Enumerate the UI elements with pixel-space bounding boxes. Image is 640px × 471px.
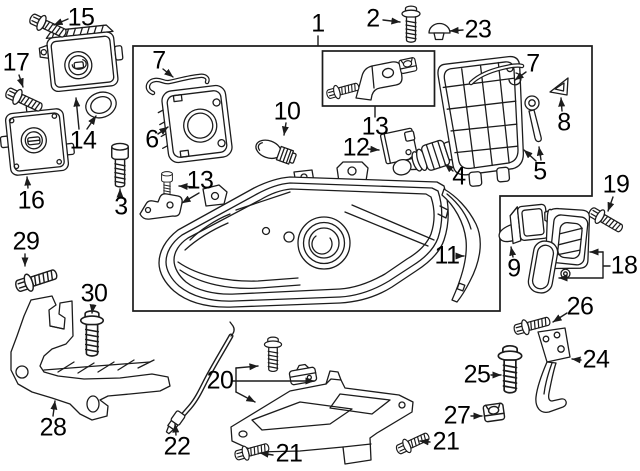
inset-box-13: [321, 50, 436, 107]
callout-30: 30: [80, 279, 108, 308]
callout-7: 7: [526, 49, 540, 78]
part-19-bolt: [585, 203, 627, 237]
callout-14: 14: [69, 126, 97, 155]
part-11-trim-strip: [441, 188, 481, 303]
callout-7: 7: [152, 46, 166, 75]
callout-9: 9: [507, 254, 521, 283]
part-13-bolt-inbox: [324, 79, 361, 102]
part-13-nut-inbox: [397, 56, 418, 75]
callout-28: 28: [39, 413, 67, 442]
part-20-support-plate: [230, 370, 414, 465]
part-9-bulb: [498, 203, 549, 245]
part-16-control-module: [0, 103, 75, 176]
callout-21: 21: [275, 439, 303, 468]
part-7-retaining-clip-left: [145, 73, 210, 96]
part-5-pin: [524, 95, 542, 143]
part-27-clip-nut: [482, 402, 506, 423]
callout-27: 27: [443, 401, 471, 430]
callout-11: 11: [434, 241, 460, 270]
callout-29: 29: [12, 227, 40, 256]
callout-17: 17: [2, 48, 30, 77]
part-24-support-bracket: [535, 327, 571, 413]
part-2-bolt: [401, 5, 421, 43]
callout-25: 25: [463, 360, 491, 389]
part-28-mounting-bracket: [10, 295, 171, 421]
main-group-box-1: [132, 45, 593, 312]
part-12-module: [379, 127, 419, 165]
part-headlamp-assembly: [158, 161, 449, 308]
part-14-oring-seal: [85, 91, 117, 119]
callout-10: 10: [273, 97, 301, 126]
part-30-bolt: [79, 310, 105, 357]
part-8-wedge: [549, 77, 569, 96]
part-10-bulb: [255, 139, 297, 165]
part-20-bolt: [263, 336, 283, 373]
callout-21: 21: [432, 427, 460, 456]
part-17-bolt: [2, 83, 46, 116]
part-21-bolt-right: [393, 428, 433, 458]
callout-12: 12: [342, 133, 370, 162]
callout-15: 15: [67, 3, 95, 32]
callout-2: 2: [366, 4, 380, 33]
callout-24: 24: [582, 345, 610, 374]
callout-8: 8: [557, 108, 571, 137]
callout-26: 26: [566, 292, 594, 321]
part-25-bolt: [497, 344, 523, 394]
callout-4: 4: [452, 162, 466, 191]
callout-20: 20: [206, 366, 234, 395]
callout-6: 6: [145, 125, 159, 154]
part-23-cap: [428, 22, 451, 41]
callout-18: 18: [610, 251, 638, 280]
callout-13: 13: [361, 112, 389, 141]
callout-5: 5: [533, 157, 547, 186]
callout-23: 23: [464, 15, 492, 44]
part-20-clip: [288, 363, 318, 386]
callout-16: 16: [17, 186, 45, 215]
part-14-control-module: [38, 24, 124, 93]
part-18-gasket: [527, 240, 559, 294]
part-13-bracket-left: [139, 193, 183, 220]
part-13-bracket-inbox: [355, 61, 403, 101]
leader-lines: [16, 17, 615, 458]
part-6-bracket-plate: [157, 84, 233, 164]
part-5-grid-panel: [437, 55, 524, 187]
part-3-bolt: [111, 142, 129, 188]
part-29-bolt: [12, 264, 60, 296]
callout-13: 13: [186, 166, 214, 195]
callout-1: 1: [311, 9, 325, 38]
callout-19: 19: [602, 170, 630, 199]
callout-22: 22: [163, 432, 191, 461]
callout-3: 3: [114, 192, 128, 221]
